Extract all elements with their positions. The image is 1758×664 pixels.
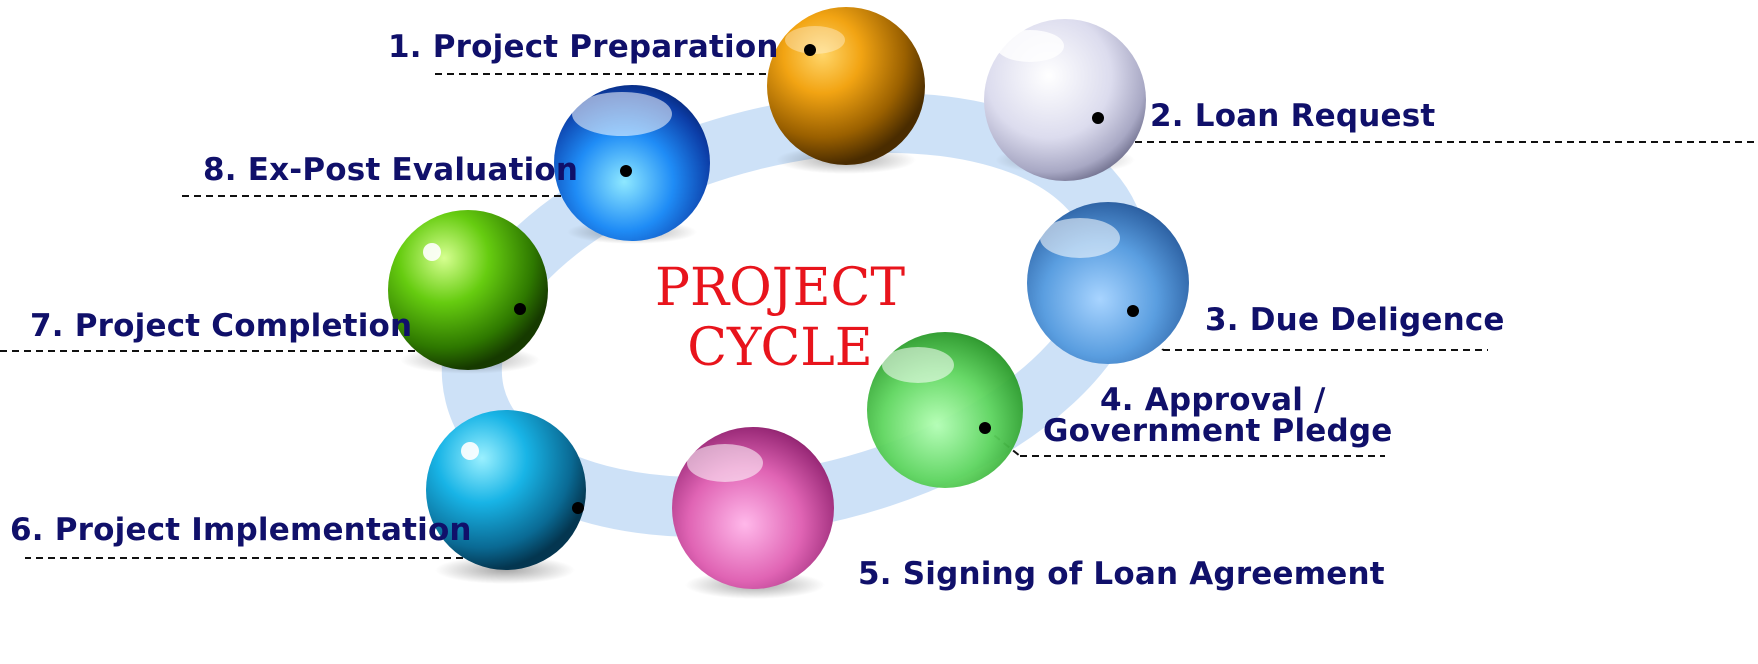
sphere-4 <box>867 332 1023 488</box>
title-line-2: CYCLE <box>687 318 873 378</box>
sphere-7 <box>388 210 548 370</box>
pin-dot-7 <box>514 303 526 315</box>
sphere-1 <box>767 7 925 165</box>
step-label-8: 8. Ex-Post Evaluation <box>203 152 579 188</box>
sphere-icon <box>388 210 548 370</box>
sphere-2 <box>984 19 1146 181</box>
title-line-1: PROJECT <box>654 258 906 318</box>
sphere-6 <box>426 410 586 570</box>
pin-dot-1 <box>804 44 816 56</box>
step-label-6: 6. Project Implementation <box>10 512 472 548</box>
step-label-2: 2. Loan Request <box>1150 98 1436 134</box>
pin-dot-3 <box>1127 305 1139 317</box>
step-label-1: 1. Project Preparation <box>388 29 779 65</box>
sphere-3 <box>1027 202 1189 364</box>
step-label-3: 3. Due Deligence <box>1205 302 1505 338</box>
sphere-5 <box>672 427 834 589</box>
leader-line-4 <box>984 427 1021 457</box>
pin-dot-4 <box>979 422 991 434</box>
sphere-8 <box>554 85 710 241</box>
step-label-7: 7. Project Completion <box>30 308 413 344</box>
pin-dot-2 <box>1092 112 1104 124</box>
step-label-5: 5. Signing of Loan Agreement <box>858 556 1385 592</box>
diagram-title: PROJECT CYCLE <box>630 258 930 378</box>
step-label-4a: 4. Approval / <box>1100 382 1326 418</box>
pin-dot-6 <box>572 502 584 514</box>
step-label-4b: Government Pledge <box>1043 413 1393 449</box>
sphere-icon <box>767 7 925 165</box>
pin-dot-8 <box>620 165 632 177</box>
